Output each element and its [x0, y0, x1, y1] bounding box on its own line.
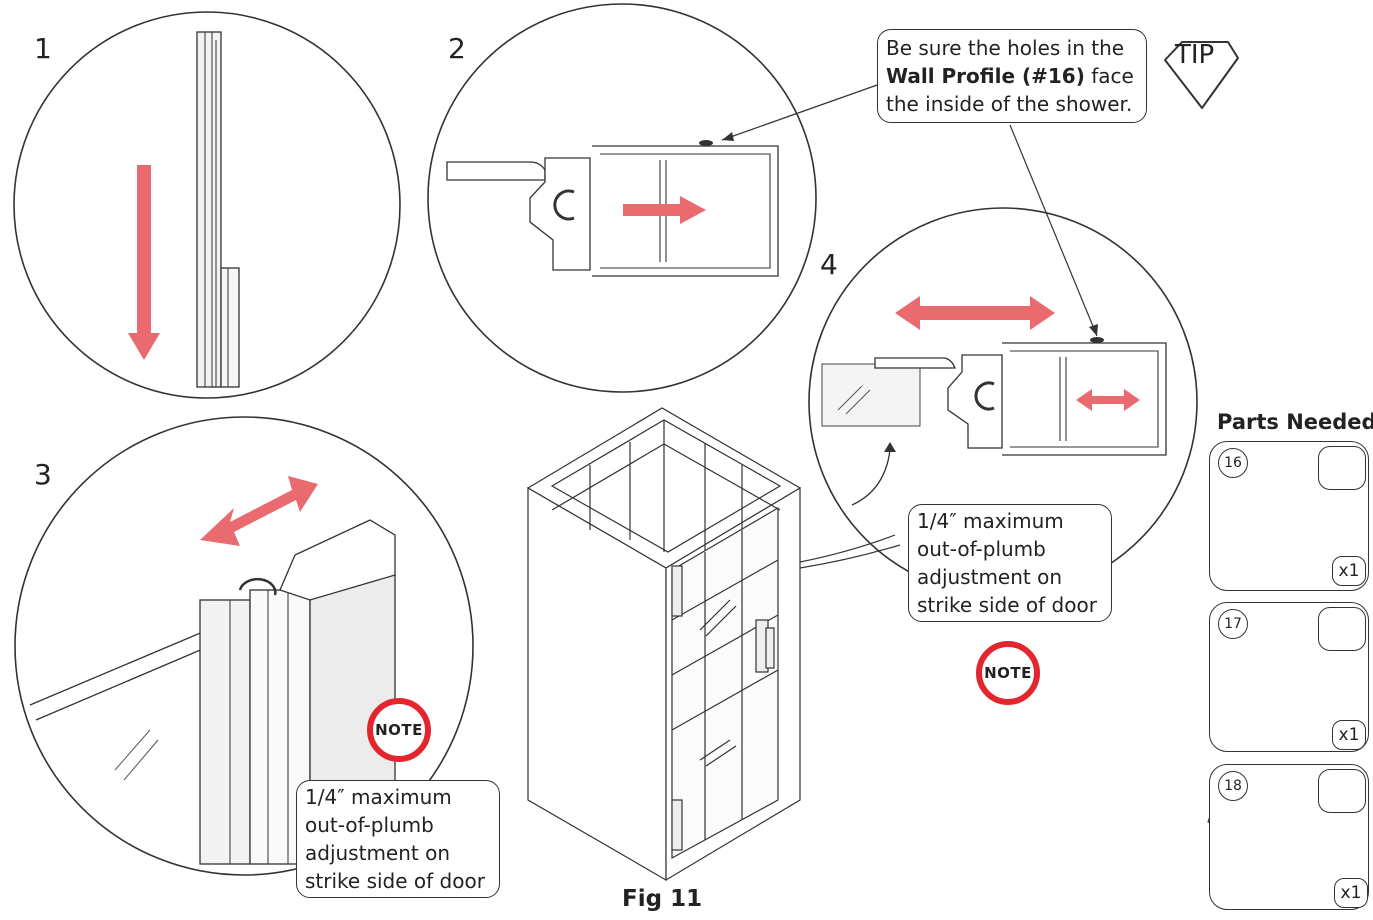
note-badge-label: NOTE	[984, 664, 1032, 682]
part-number-badge: 18	[1218, 771, 1248, 801]
double-arrow-icon	[895, 296, 1055, 330]
step-2-detail	[427, 3, 817, 393]
part-profile-thumbnail	[1318, 446, 1366, 490]
part-card-17: 17 x1	[1209, 602, 1369, 752]
step-3-detail	[14, 416, 474, 876]
note-line: adjustment on	[917, 565, 1063, 589]
figure-caption: Fig 11	[622, 886, 703, 912]
note-callout-step-4: 1/4″ maximum out-of-plumb adjustment on …	[908, 504, 1112, 622]
note-badge-step-4: NOTE	[976, 641, 1040, 705]
part-number-badge: 16	[1218, 448, 1248, 478]
part-quantity: x1	[1332, 556, 1366, 586]
tip-line-3: the inside of the shower.	[886, 92, 1133, 116]
double-arrow-icon	[200, 476, 318, 546]
parts-needed-title: Parts Needed	[1217, 410, 1373, 434]
note-line: 1/4″ maximum	[305, 785, 452, 809]
part-quantity: x1	[1334, 878, 1368, 908]
step-1-number: 1	[34, 32, 52, 65]
double-arrow-icon	[1076, 389, 1140, 411]
note-badge-label: NOTE	[375, 721, 423, 739]
part-card-16: 16 x1	[1209, 441, 1369, 591]
down-arrow-icon	[128, 165, 160, 360]
note-line: strike side of door	[305, 869, 485, 893]
part-profile-thumbnail	[1318, 607, 1366, 651]
tip-bold-text: Wall Profile (#16)	[886, 64, 1085, 88]
tip-line-2: Wall Profile (#16) face	[886, 62, 1138, 90]
tip-label: TIP	[1175, 40, 1215, 70]
step-4-number: 4	[820, 248, 838, 281]
step-1-detail	[13, 11, 401, 399]
part-card-18: 18 x1	[1209, 764, 1369, 910]
part-number-badge: 17	[1218, 609, 1248, 639]
tip-line-1: Be sure the holes in the	[886, 36, 1125, 60]
right-arrow-icon	[623, 196, 706, 224]
note-callout-step-3: 1/4″ maximum out-of-plumb adjustment on …	[296, 780, 500, 898]
shower-enclosure-illustration	[526, 407, 802, 882]
note-line: 1/4″ maximum	[917, 509, 1064, 533]
note-badge-step-3: NOTE	[367, 698, 431, 762]
step-4-detail	[808, 207, 1198, 597]
note-line: out-of-plumb	[917, 537, 1046, 561]
note-line: strike side of door	[917, 593, 1097, 617]
note-line: adjustment on	[305, 841, 451, 865]
step-3-number: 3	[34, 458, 52, 491]
part-profile-thumbnail	[1318, 769, 1366, 813]
step-2-number: 2	[448, 32, 466, 65]
tip-text-after: face	[1091, 64, 1134, 88]
note-line: out-of-plumb	[305, 813, 434, 837]
tip-icon	[1164, 41, 1239, 109]
tip-callout: Be sure the holes in the Wall Profile (#…	[877, 29, 1147, 123]
part-quantity: x1	[1332, 720, 1366, 750]
